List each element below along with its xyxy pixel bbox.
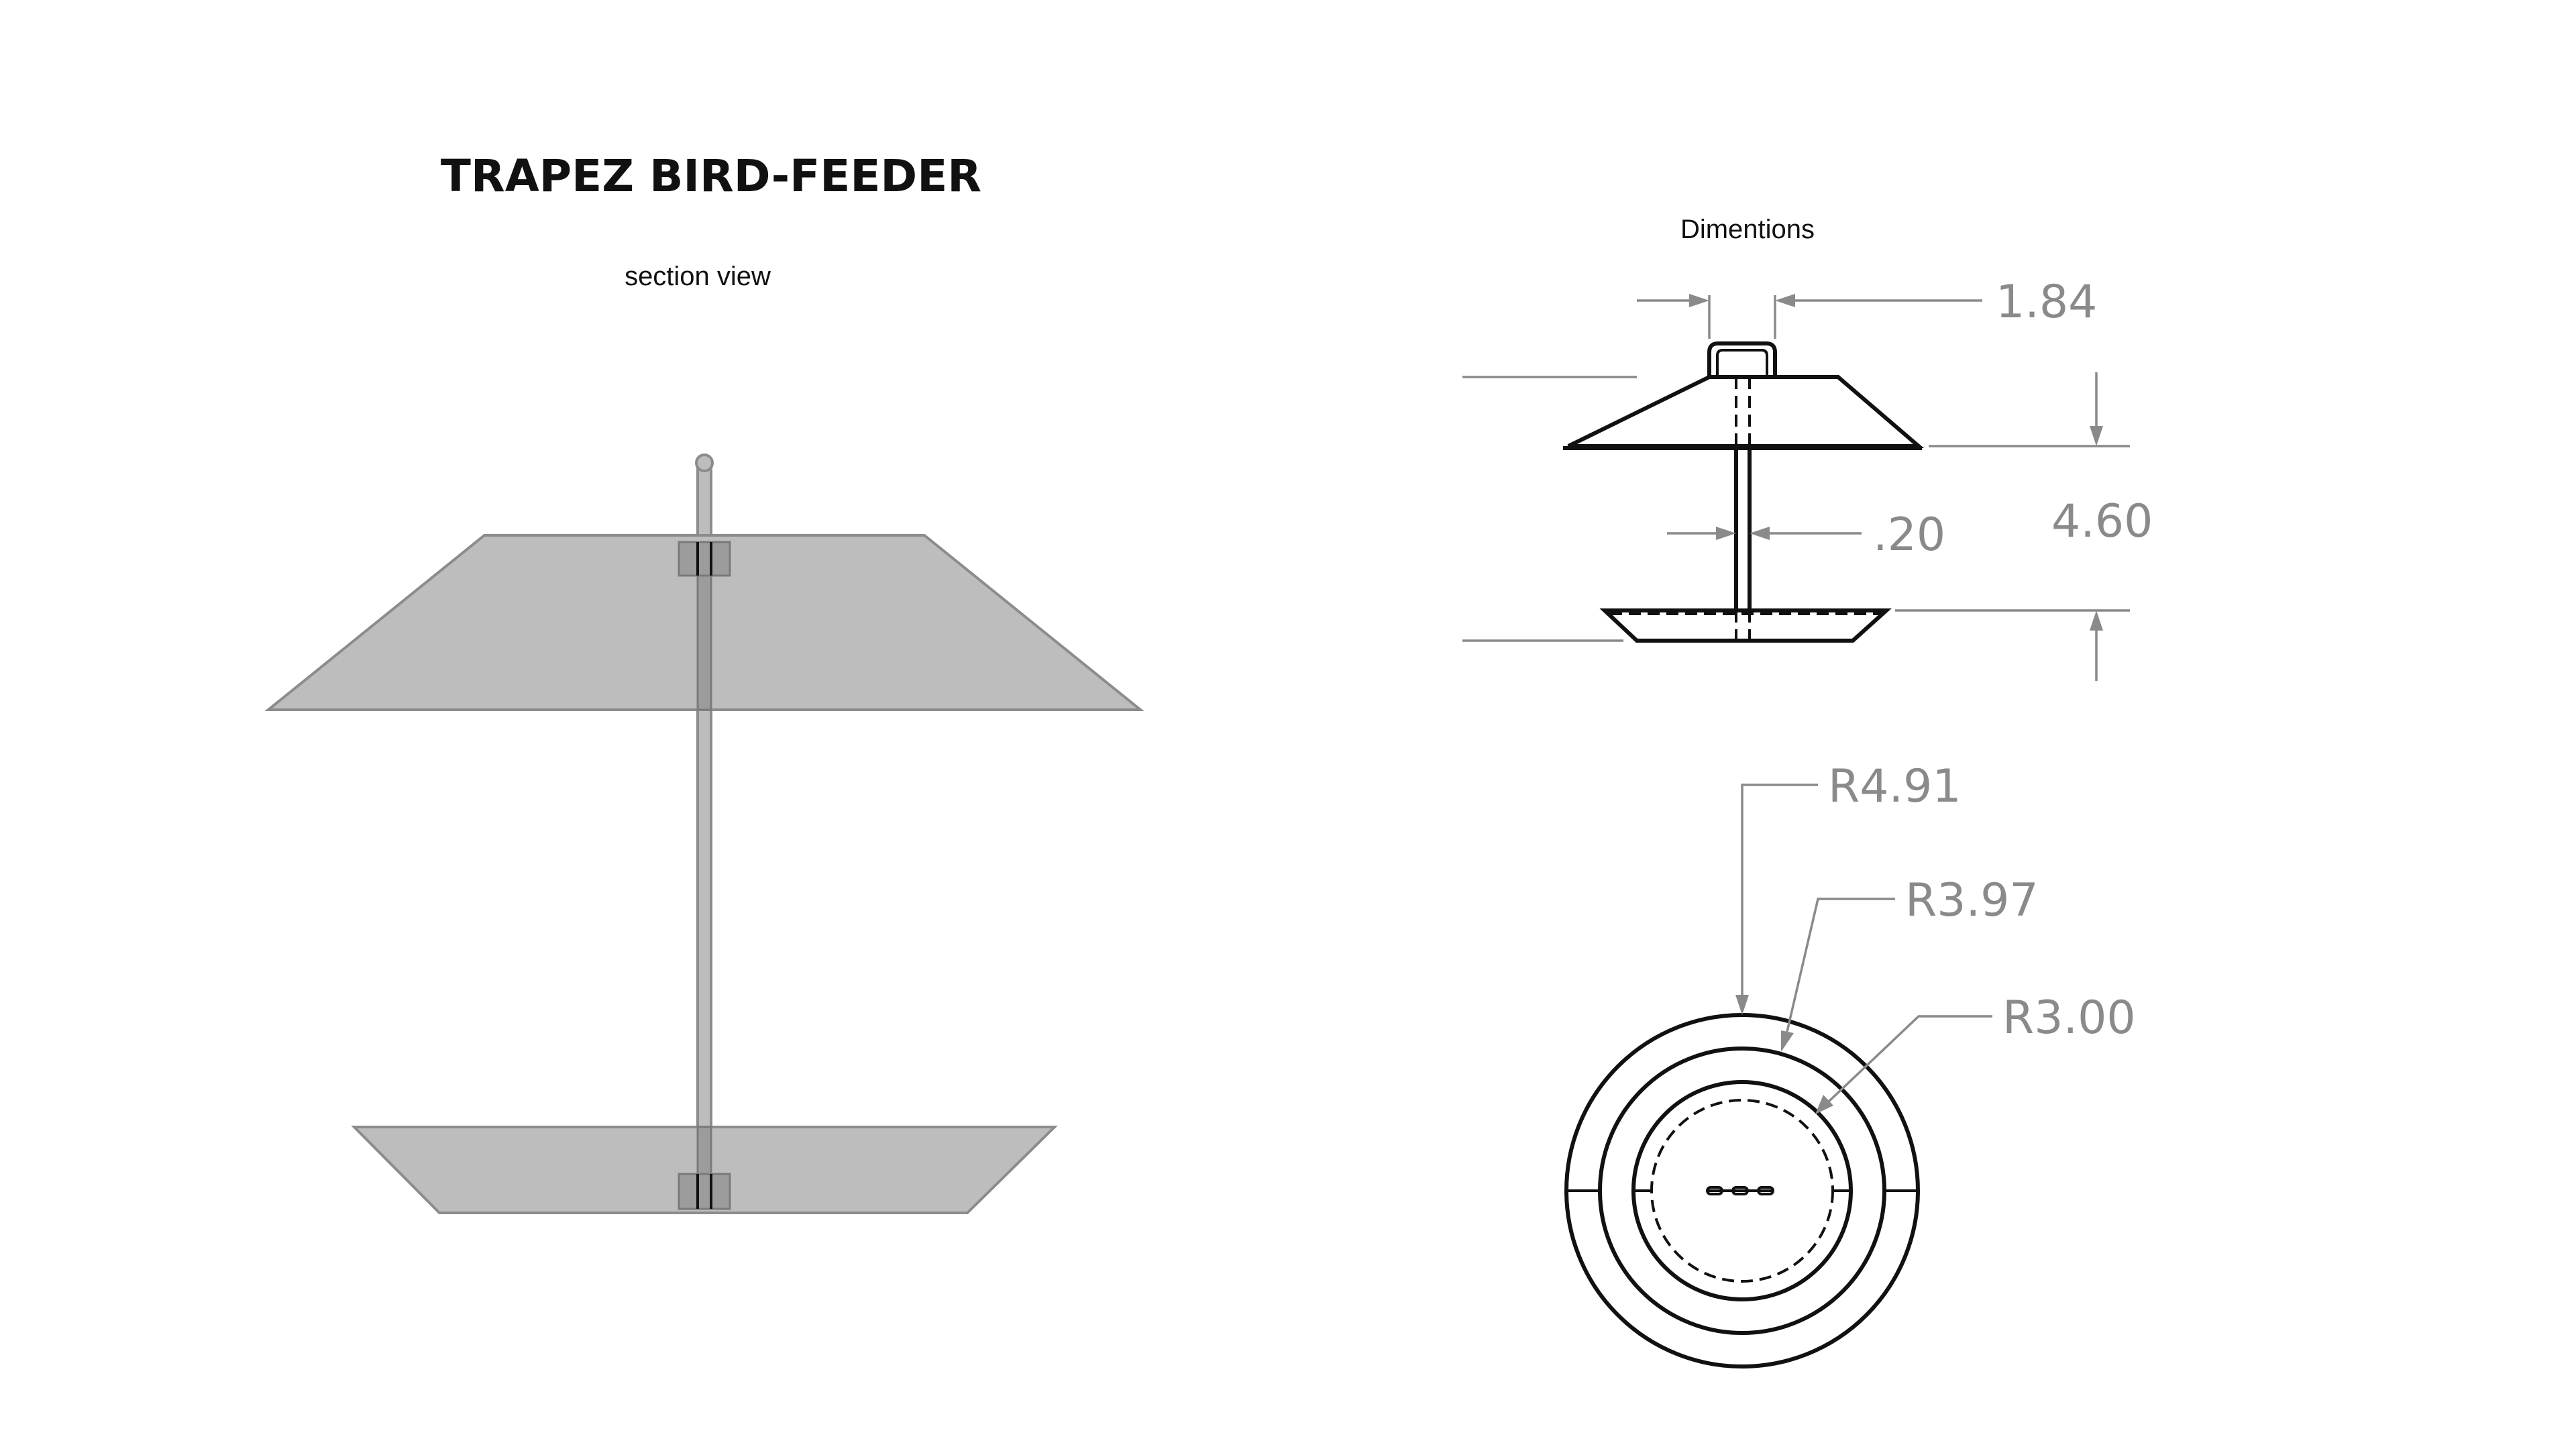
dimensions-label: Dimentions: [1680, 215, 1815, 244]
drawing-title: TRAPEZ BIRD-FEEDER: [441, 150, 981, 202]
elevation-roof: [1567, 375, 1925, 448]
elevation-cap: [1707, 341, 1777, 377]
dim-radius-middle: R3.97: [1905, 874, 2039, 927]
dim-cap-width: 1.84: [1996, 276, 2097, 329]
elevation-view: 1.84 .20 4.60: [1462, 276, 2153, 681]
dim-pole-width: .20: [1873, 508, 1945, 561]
section-tray-connector: [678, 1173, 731, 1210]
section-tray-sleeve: [696, 1126, 712, 1182]
elevation-tray: [1599, 608, 1892, 643]
section-pole-cap: [695, 453, 714, 472]
dim-height: 4.60: [2051, 495, 2153, 548]
section-roof-sleeve: [696, 572, 712, 711]
plan-view: R4.91 R3.97 R3.00: [1564, 760, 2136, 1368]
dim-radius-outer: R4.91: [1828, 760, 1962, 813]
section-view: [264, 453, 1144, 1214]
dim-radius-inner: R3.00: [2002, 991, 2136, 1044]
section-roof-connector: [678, 541, 731, 577]
plan-center-mark: [1706, 1186, 1774, 1195]
section-view-label: section view: [625, 262, 771, 291]
